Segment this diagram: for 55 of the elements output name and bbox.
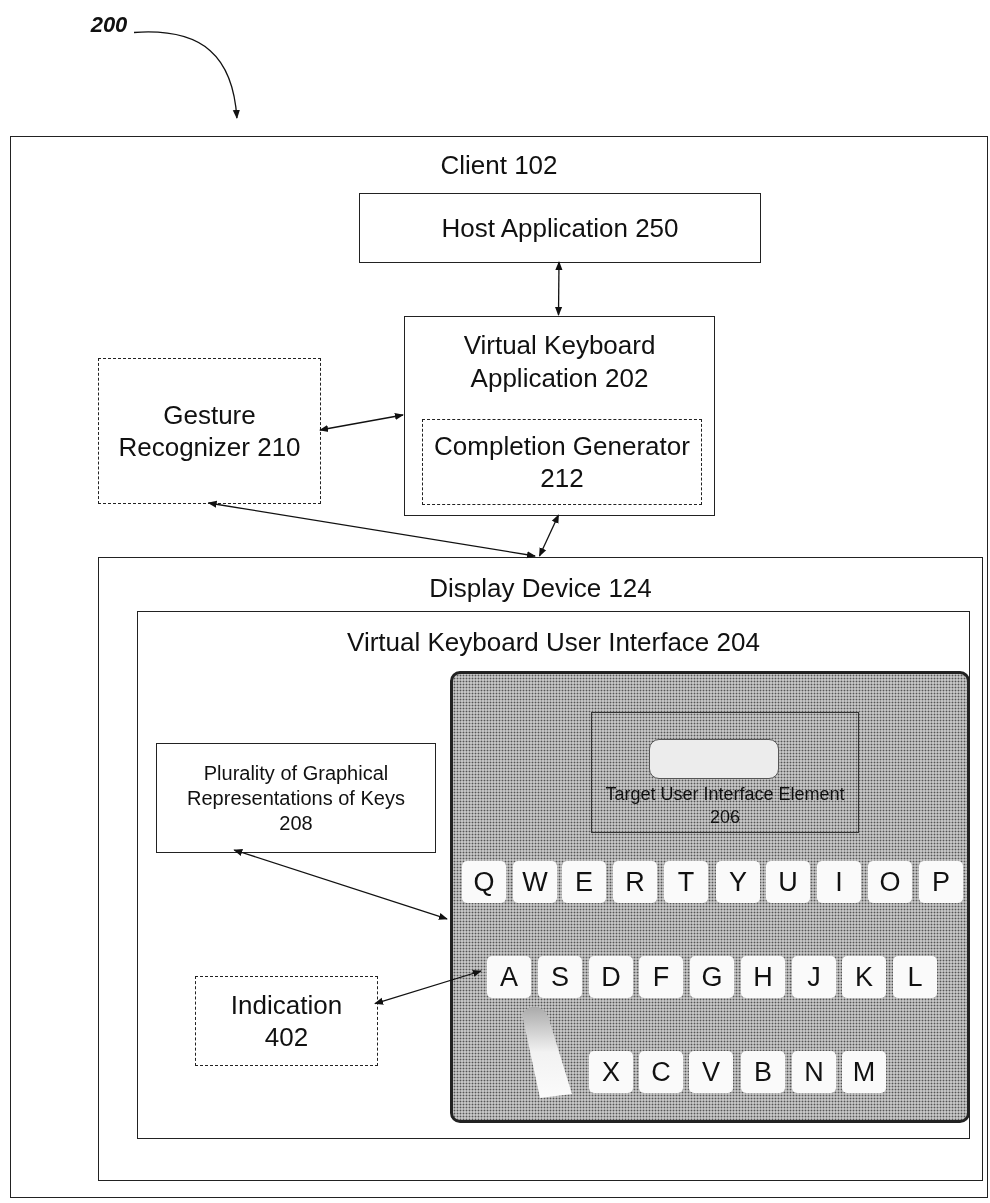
component-box <box>156 743 436 853</box>
keyboard-key: E <box>562 861 606 903</box>
optional-component-box <box>195 976 378 1066</box>
keyboard-key: Q <box>462 861 506 903</box>
keyboard-key: K <box>842 956 886 998</box>
keyboard-key: B <box>741 1051 785 1093</box>
keyboard-key: A <box>487 956 531 998</box>
keyboard-key: T <box>664 861 708 903</box>
keyboard-key: C <box>639 1051 683 1093</box>
arrow <box>233 849 448 920</box>
arrow <box>538 514 560 557</box>
keyboard-key: L <box>893 956 937 998</box>
box-label: Virtual Keyboard User Interface 204 <box>347 626 760 659</box>
optional-component-box <box>422 419 702 505</box>
box-label: Client 102 <box>440 149 558 182</box>
keyboard-key: J <box>792 956 836 998</box>
keyboard-key: V <box>689 1051 733 1093</box>
keyboard-key: Y <box>716 861 760 903</box>
arrow <box>374 969 482 1005</box>
keyboard-key: H <box>741 956 785 998</box>
input-field <box>649 739 779 779</box>
figure-number: 200 <box>90 11 128 39</box>
component-box <box>137 611 970 1139</box>
optional-component-box <box>98 358 321 504</box>
target-element-box <box>591 712 859 833</box>
component-box <box>10 136 988 1198</box>
keyboard-key: S <box>538 956 582 998</box>
box-label: Plurality of Graphical Representations of Keys 208 <box>186 760 406 836</box>
component-box <box>404 316 715 516</box>
component-box <box>98 557 983 1181</box>
keyboard-key: M <box>842 1051 886 1093</box>
box-label: Host Application 250 <box>441 211 679 245</box>
box-label: Completion Generator 212 <box>434 429 690 495</box>
box-label: Virtual Keyboard Application 202 <box>462 329 657 394</box>
keyboard-key: W <box>513 861 557 903</box>
keyboard-panel <box>450 671 970 1123</box>
arrow <box>207 500 536 559</box>
keyboard-key: F <box>639 956 683 998</box>
arrow <box>319 412 404 433</box>
keyboard-key: G <box>690 956 734 998</box>
keyboard-key: U <box>766 861 810 903</box>
keyboard-key: N <box>792 1051 836 1093</box>
keyboard-key: P <box>919 861 963 903</box>
keyboard-key: D <box>589 956 633 998</box>
arrow <box>555 261 563 316</box>
keyboard-key: I <box>817 861 861 903</box>
keyboard-key: O <box>868 861 912 903</box>
box-label: Target User Interface Element 206 <box>604 783 846 828</box>
component-box <box>359 193 761 263</box>
keyboard-key: R <box>613 861 657 903</box>
box-label: Gesture Recognizer 210 <box>117 398 302 464</box>
keyboard-key: X <box>589 1051 633 1093</box>
box-label: Indication 402 <box>229 988 344 1054</box>
box-label: Display Device 124 <box>429 572 652 605</box>
leader-line <box>133 31 240 119</box>
